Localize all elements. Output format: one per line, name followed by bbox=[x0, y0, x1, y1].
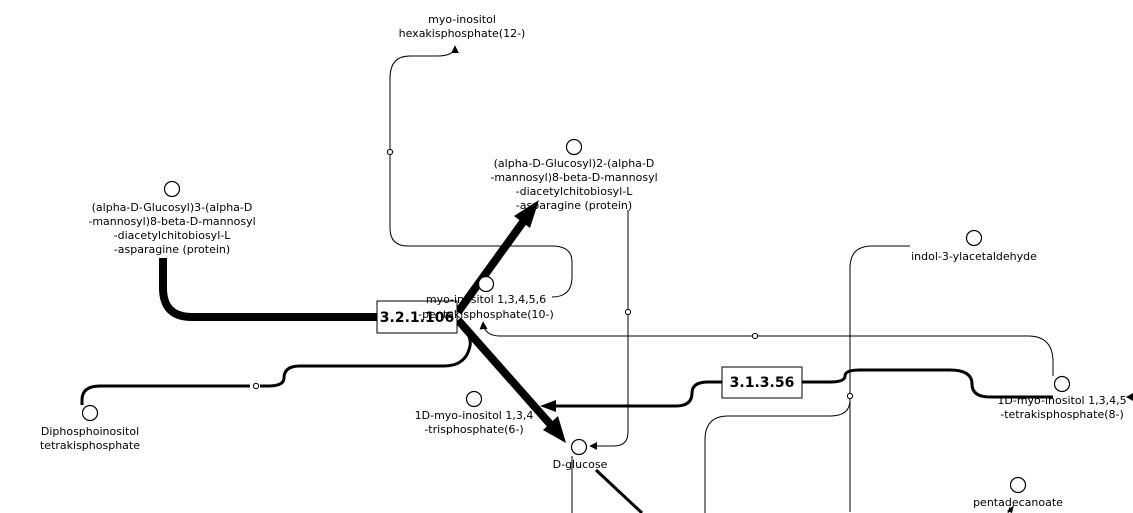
metabolite-label-line: -mannosyl)8-beta-D-mannosyl bbox=[88, 215, 255, 228]
metabolite-node[interactable] bbox=[1009, 476, 1027, 494]
metabolite-label-line: Diphosphoinositol bbox=[41, 425, 139, 438]
metabolite-label-line: indol-3-ylacetaldehyde bbox=[911, 250, 1037, 263]
metabolite-label-line: 1D-myo-inositol 1,3,4 bbox=[415, 409, 534, 422]
metabolite-label-line: D-glucose bbox=[553, 458, 608, 471]
arrowhead-glucose bbox=[543, 416, 566, 443]
metabolite-node[interactable] bbox=[965, 229, 983, 247]
metabolite-indol-3-ylacetaldehyde[interactable]: indol-3-ylacetaldehyde bbox=[911, 229, 1037, 264]
metabolite-node[interactable] bbox=[565, 138, 583, 156]
arrowhead-pentadecanoate bbox=[1007, 505, 1014, 513]
metabolite-label-line: -tetrakisphosphate(8-) bbox=[1000, 408, 1124, 421]
metabolite-node[interactable] bbox=[477, 275, 495, 293]
arrowhead-trisphosphate bbox=[540, 400, 556, 412]
edge-enzyme-to-glc2 bbox=[454, 219, 527, 315]
metabolite-label-line: 1D-myo-inositol 1,3,4,5 bbox=[997, 394, 1126, 407]
metabolite-d-glucose[interactable]: D-glucose bbox=[553, 438, 608, 472]
metabolite-label-line: pentadecanoate bbox=[973, 496, 1063, 509]
edge-hexakis-loop bbox=[389, 45, 573, 298]
metabolite-myo-inositol-trisphosphate[interactable]: 1D-myo-inositol 1,3,4 -trisphosphate(6-) bbox=[415, 390, 534, 437]
metabolite-node[interactable] bbox=[570, 438, 588, 456]
metabolite-pentadecanoate[interactable]: pentadecanoate bbox=[973, 476, 1063, 510]
metabolite-label-line: myo-inositol 1,3,4,5,6 bbox=[426, 293, 546, 306]
enzyme-box[interactable] bbox=[376, 300, 458, 334]
metabolite-label-line: -diacetylchitobiosyl-L bbox=[516, 185, 634, 198]
indol-junction-dot[interactable] bbox=[846, 392, 854, 400]
diphospho-junction-dot[interactable] bbox=[252, 382, 260, 390]
metabolite-node[interactable] bbox=[81, 404, 99, 422]
glucose-junction-dot[interactable] bbox=[624, 308, 632, 316]
metabolite-node[interactable] bbox=[465, 390, 483, 408]
metabolite-label-line: -trisphosphate(6-) bbox=[424, 423, 523, 436]
metabolite-label-line: -mannosyl)8-beta-D-mannosyl bbox=[490, 171, 657, 184]
metabolite-diphosphoinositol-tetrakisphosphate[interactable]: Diphosphoinositol tetrakisphosphate bbox=[40, 404, 140, 453]
metabolite-label-line: -asparagine (protein) bbox=[516, 199, 632, 212]
metabolite-label-line: (alpha-D-Glucosyl)3-(alpha-D bbox=[92, 201, 253, 214]
metabolite-label-line: tetrakisphosphate bbox=[40, 439, 140, 452]
enzyme-box[interactable] bbox=[721, 366, 803, 399]
edge-diphospho-branch bbox=[80, 384, 250, 405]
metabolite-node[interactable] bbox=[1053, 375, 1071, 393]
enzyme-label: 3.2.1.106 bbox=[380, 310, 454, 326]
metabolite-label-line: myo-inositol bbox=[428, 13, 496, 26]
metabolite-glc3-man8[interactable]: (alpha-D-Glucosyl)3-(alpha-D -mannosyl)8… bbox=[88, 180, 256, 257]
edge-tetrakis-to-enzyme2 bbox=[802, 368, 1053, 399]
pentakis-junction-dot[interactable] bbox=[751, 332, 759, 340]
metabolite-glc2-man8[interactable]: (alpha-D-Glucosyl)2-(alpha-D -mannosyl)8… bbox=[490, 138, 658, 213]
arrowhead-right-edge bbox=[1126, 393, 1133, 401]
edge-indol-branch bbox=[849, 245, 910, 512]
edge-enzyme-to-glucose bbox=[455, 317, 553, 427]
metabolite-label-line: -diacetylchitobiosyl-L bbox=[114, 229, 232, 242]
edge-tetrakis-to-pentakis bbox=[479, 321, 1054, 376]
metabolite-label-line: -asparagine (protein) bbox=[114, 243, 230, 256]
edge-enzyme-to-diphospho bbox=[260, 321, 472, 388]
enzyme-3-2-1-106[interactable]: 3.2.1.106 bbox=[376, 300, 458, 334]
arrowhead-glc2 bbox=[514, 200, 539, 228]
metabolite-myo-inositol-tetrakisphosphate[interactable]: 1D-myo-inositol 1,3,4,5 -tetrakisphospha… bbox=[997, 375, 1127, 422]
edge-glc2-to-glucose bbox=[589, 210, 629, 450]
metabolite-label-line: (alpha-D-Glucosyl)2-(alpha-D bbox=[494, 157, 655, 170]
edge-glc3-to-enzyme bbox=[159, 258, 378, 321]
metabolite-label-line: -pentakisphosphate(10-) bbox=[418, 308, 554, 321]
metabolite-label-line: hexakisphosphate(12-) bbox=[399, 27, 526, 40]
edge-enzyme2-to-trisphosphate bbox=[555, 380, 722, 408]
metabolite-node[interactable] bbox=[163, 180, 181, 198]
hexakis-junction-dot[interactable] bbox=[386, 148, 394, 156]
enzyme-3-1-3-56[interactable]: 3.1.3.56 bbox=[721, 366, 803, 399]
metabolite-myo-inositol-pentakisphosphate[interactable]: myo-inositol 1,3,4,5,6 -pentakisphosphat… bbox=[418, 275, 554, 322]
enzyme-label: 3.1.3.56 bbox=[730, 375, 795, 391]
metabolite-myo-inositol-hexakisphosphate[interactable]: myo-inositol hexakisphosphate(12-) bbox=[399, 13, 526, 40]
edge-bottom-curve bbox=[704, 399, 851, 513]
edge-glucose-lower-right bbox=[594, 468, 644, 513]
